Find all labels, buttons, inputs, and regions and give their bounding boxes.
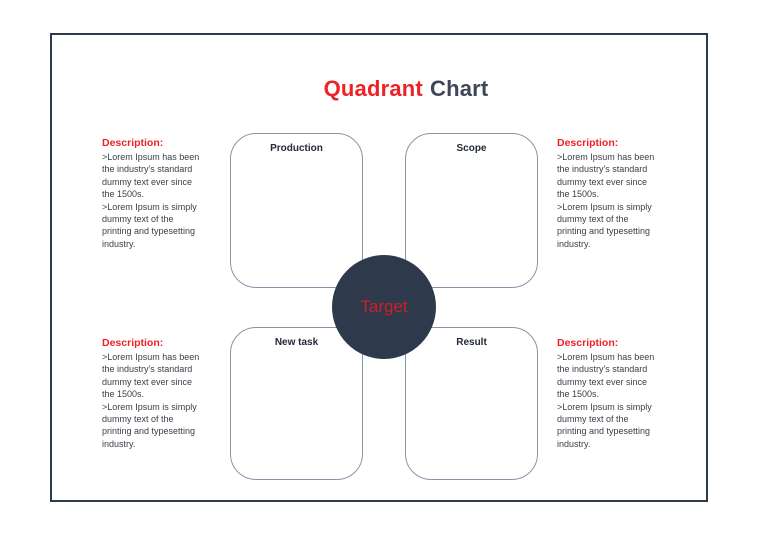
description-block-bottom-left: Description: >Lorem Ipsum has been the i… [102, 337, 228, 450]
description-heading: Description: [557, 137, 619, 149]
quadrant-box-result: Result [405, 327, 538, 480]
quadrant-label: Result [456, 337, 487, 348]
quadrant-label: Production [270, 143, 323, 154]
target-circle: Target [332, 255, 436, 359]
quadrant-label: Scope [456, 143, 487, 154]
quadrant-box-scope: Scope [405, 133, 538, 288]
description-heading: Description: [557, 337, 619, 349]
description-body: >Lorem Ipsum has been the industry's sta… [102, 352, 200, 449]
quadrant-box-new-task: New task [230, 327, 363, 480]
page-title-highlight: Quadrant [323, 76, 423, 101]
description-heading: Description: [102, 337, 164, 349]
quadrant-box-production: Production [230, 133, 363, 288]
quadrant-label: New task [274, 337, 319, 348]
description-block-bottom-right: Description: >Lorem Ipsum has been the i… [557, 337, 683, 450]
description-body: >Lorem Ipsum has been the industry's sta… [557, 352, 655, 449]
description-block-top-right: Description: >Lorem Ipsum has been the i… [557, 137, 683, 250]
description-body: >Lorem Ipsum has been the industry's sta… [557, 152, 655, 249]
description-heading: Description: [102, 137, 164, 149]
description-body: >Lorem Ipsum has been the industry's sta… [102, 152, 200, 249]
description-block-top-left: Description: >Lorem Ipsum has been the i… [102, 137, 228, 250]
target-label: Target [360, 297, 408, 316]
page-title-rest: Chart [429, 76, 489, 101]
